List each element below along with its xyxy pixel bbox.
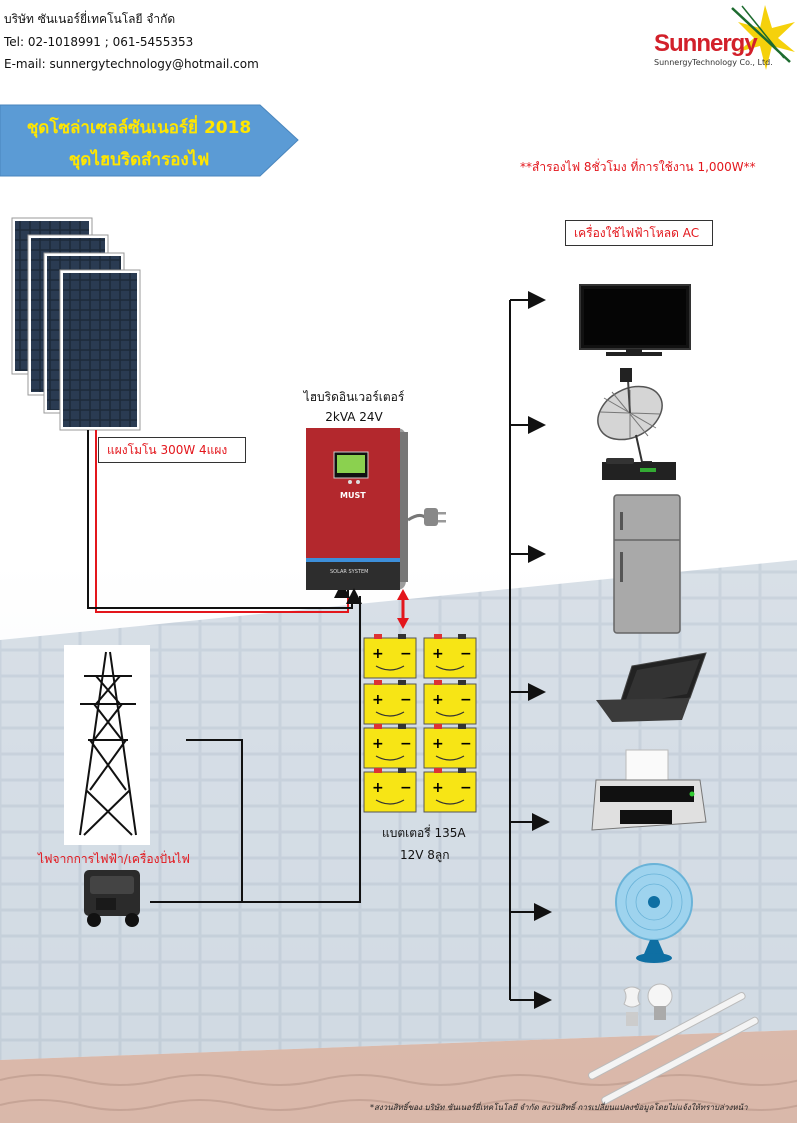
svg-text:−: − (400, 692, 412, 708)
svg-text:−: − (460, 736, 472, 752)
load-label: เครื่องใช้ไฟฟ้าโหลด AC (565, 220, 713, 246)
solar-panels-icon (11, 217, 141, 431)
svg-text:+: + (432, 646, 444, 662)
svg-text:+: + (372, 780, 384, 796)
svg-text:−: − (460, 692, 472, 708)
banner-subtitle: ชุดไฮบริดสำรองไฟ (68, 150, 210, 170)
banner-title: ชุดโซล่าเซลล์ซันเนอร์ยี่ 2018 (26, 118, 252, 138)
svg-text:+: + (372, 692, 384, 708)
company-phone: Tel: 02-1018991 ; 061-5455353 (4, 35, 194, 49)
light-bulb-icon (588, 983, 759, 1105)
svg-text:SOLAR SYSTEM: SOLAR SYSTEM (330, 569, 368, 575)
svg-text:+: + (432, 736, 444, 752)
grid-source-label: ไฟจากการไฟฟ้า/เครื่องปั่นไฟ (38, 852, 190, 866)
svg-text:−: − (400, 646, 412, 662)
solar-panel-label: แผงโมโน 300W 4แผง (98, 437, 246, 463)
hybrid-inverter-icon: MUST SOLAR SYSTEM (306, 428, 446, 590)
svg-text:+: + (432, 780, 444, 796)
laptop-icon (596, 652, 707, 722)
banner-shape (0, 104, 299, 177)
svg-text:−: − (400, 736, 412, 752)
backup-note: **สำรองไฟ 8ชั่วโมง ที่การใช้งาน 1,000W** (520, 160, 756, 174)
tv-icon (579, 284, 691, 356)
svg-text:−: − (400, 780, 412, 796)
svg-text:−: − (460, 646, 472, 662)
ac-input-wires (150, 600, 361, 903)
battery-label: แบตเตอรี่ 135A (382, 826, 466, 840)
satellite-dish-icon (597, 368, 676, 480)
refrigerator-icon (613, 494, 681, 634)
printer-icon (591, 749, 707, 831)
logo-star-icon (731, 5, 795, 70)
battery-spec: 12V 8ลูก (400, 848, 450, 862)
load-bus (509, 291, 552, 1009)
inverter-label: ไฮบริดอินเวอร์เตอร์ (303, 390, 405, 404)
company-email: E-mail: sunnergytechnology@hotmail.com (4, 57, 259, 71)
footer-note: *สงวนสิทธิ์ของ บริษัท ซันเนอร์ยี่เทคโนโล… (370, 1103, 748, 1112)
transmission-tower-icon (64, 645, 150, 845)
svg-text:MUST: MUST (340, 491, 366, 500)
svg-text:+: + (372, 736, 384, 752)
battery-bank-icon: +− +− +− +− +− (363, 634, 477, 813)
generator-icon (84, 870, 140, 927)
logo-subtext: SunnergyTechnology Co., Ltd. (654, 58, 773, 67)
inverter-spec: 2kVA 24V (325, 410, 383, 424)
svg-text:−: − (460, 780, 472, 796)
logo-text: Sunnergy (654, 30, 758, 57)
svg-text:+: + (432, 692, 444, 708)
company-name: บริษัท ซันเนอร์ยี่เทคโนโลยี จำกัด (4, 12, 176, 26)
fan-icon (615, 863, 693, 963)
battery-link-arrow (397, 589, 409, 629)
svg-text:+: + (372, 646, 384, 662)
